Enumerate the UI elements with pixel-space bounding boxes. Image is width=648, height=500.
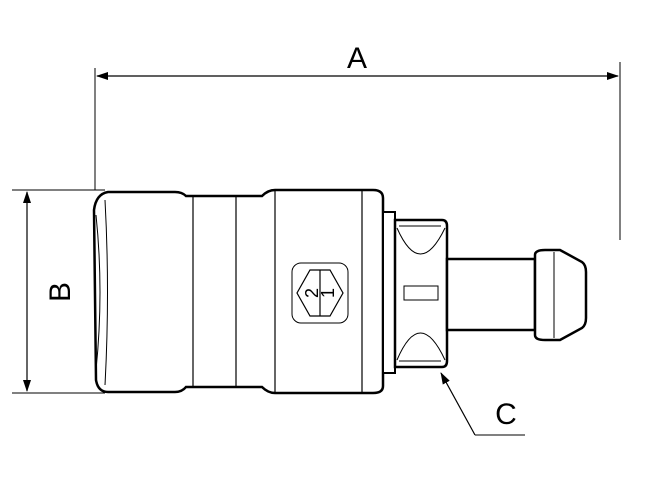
- flow-direction-symbol: 2 1: [291, 262, 349, 324]
- outlet-number: 1: [318, 288, 338, 298]
- dimension-a: A: [94, 42, 621, 240]
- dimension-b: B: [12, 189, 105, 394]
- coupling-body: [92, 188, 588, 395]
- dimension-a-label: A: [347, 42, 367, 75]
- dimension-b-label: B: [44, 282, 77, 302]
- inlet-number: 2: [302, 288, 322, 298]
- dimension-c-label: C: [495, 398, 517, 431]
- dimension-c: C: [440, 372, 525, 436]
